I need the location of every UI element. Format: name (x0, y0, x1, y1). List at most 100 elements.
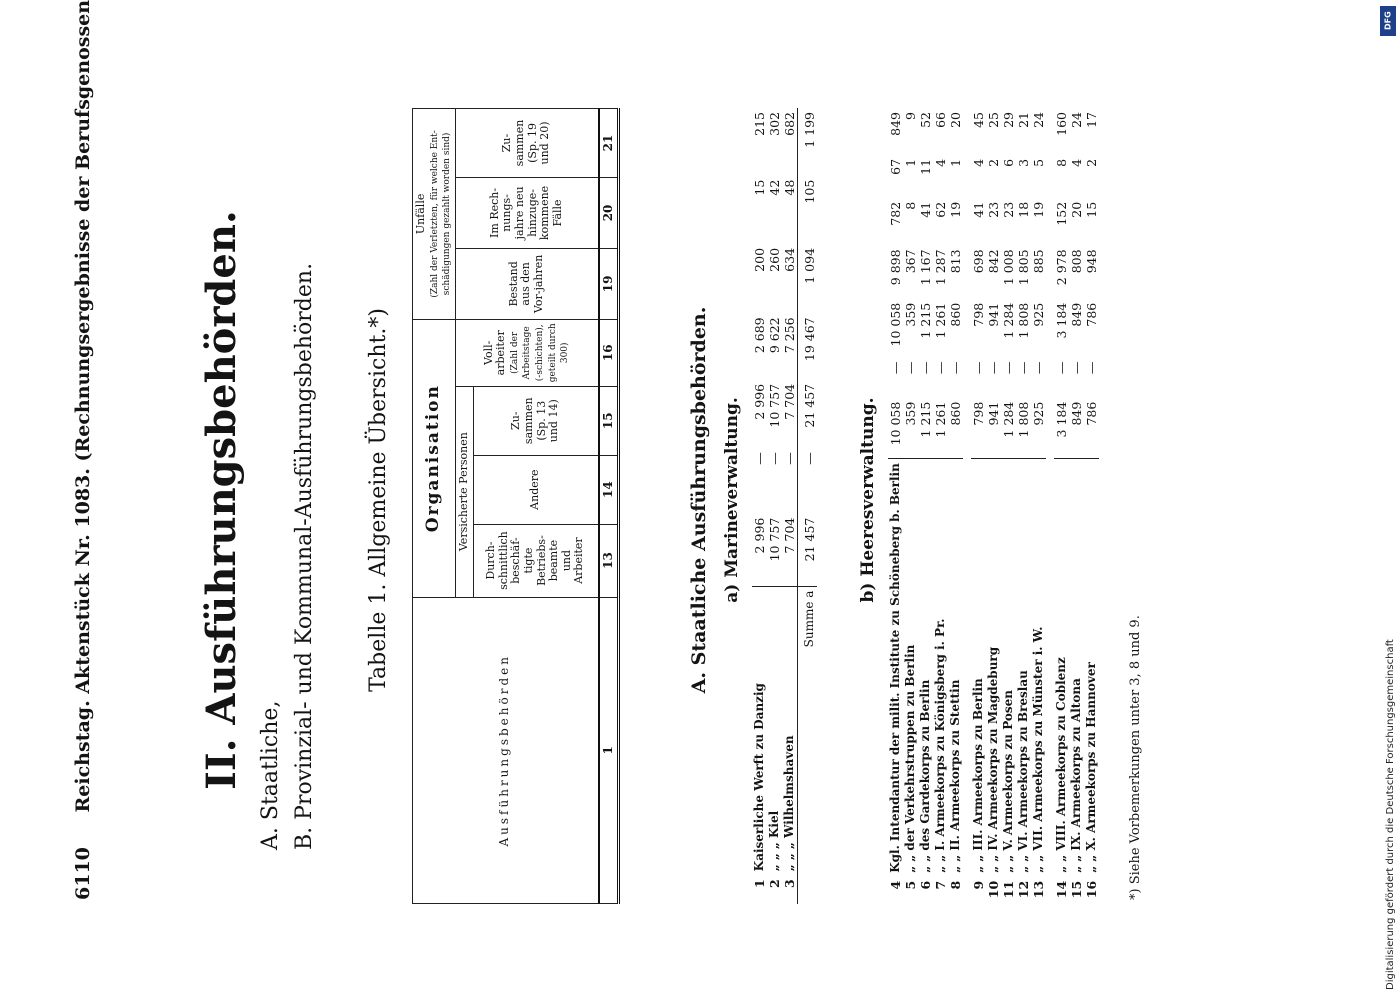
cell-c16: 9 898 (888, 249, 903, 286)
cell-c15: 1 261 (933, 302, 948, 339)
row-name: „ „ IX. Armeekorps zu Altona (1069, 678, 1084, 873)
row-name: „ „ VI. Armeekorps zu Breslau (1016, 670, 1031, 873)
col-number: 16 (598, 319, 619, 387)
cell-c20: 8 (1054, 158, 1069, 167)
cell-c16: 813 (948, 249, 963, 274)
cell-c14: — (1016, 361, 1031, 375)
cell-c13: 798 (971, 397, 986, 459)
row-name: „ „ „ Kiel (767, 810, 782, 872)
cell-c14: — (903, 361, 918, 375)
cell-c19: 23 (1001, 201, 1016, 218)
row-number: 16 (1084, 880, 1099, 899)
page-number: 6110 (72, 847, 94, 900)
cell-c16: 885 (1031, 249, 1046, 274)
cell-c16: 2 978 (1054, 249, 1069, 286)
cell-c16: 842 (986, 249, 1001, 274)
cell-c14: — (1054, 361, 1069, 375)
row-number: 13 (1031, 880, 1046, 899)
col-number: 15 (598, 386, 619, 456)
cell-c20: 2 (1084, 158, 1099, 167)
cell-c15: 10 058 (888, 302, 903, 347)
row-name: „ „ III. Armeekorps zu Berlin (971, 678, 986, 873)
cell-c13: 849 (1069, 397, 1084, 459)
sum-c21: 1 199 (797, 108, 817, 176)
digitization-note: Digitalisierung gefördert durch die Deut… (1385, 639, 1397, 1001)
unfaelle-note: (Zahl der Verletzten, für welche Ent-sch… (429, 130, 453, 298)
cell-c19: 41 (918, 201, 933, 218)
table-title: Tabelle 1. Allgemeine Übersicht.*) (366, 308, 391, 692)
cell-c13: 860 (948, 397, 963, 459)
cell-c14: — (948, 361, 963, 375)
cell-c14: — (1031, 361, 1046, 375)
cell-c14: — (971, 361, 986, 375)
cell-c15: 1 215 (918, 302, 933, 339)
cell-c16: 7 256 (782, 317, 797, 354)
col-durchschnittlich: Durch-schnittlich beschäf-tigte Betriebs… (473, 524, 599, 598)
sum-c19: 1 094 (797, 243, 817, 314)
cell-c13: 786 (1084, 397, 1099, 459)
cell-c15: 925 (1031, 302, 1046, 327)
cell-c19: 62 (933, 201, 948, 218)
row-number: 10 (986, 880, 1001, 899)
cell-c21: 25 (986, 112, 1001, 128)
row-number: 14 (1054, 880, 1069, 899)
cell-c13: 3 184 (1054, 397, 1069, 459)
col-versicherte: Versicherte Personen (455, 386, 474, 598)
digitization-note-text: Digitalisierung gefördert durch die Deut… (1385, 639, 1396, 990)
cell-c20: 5 (1031, 158, 1046, 167)
cell-c19: 19 (1031, 201, 1046, 218)
cell-c20: 48 (782, 179, 797, 196)
cell-c15: 941 (986, 302, 1001, 327)
row-number: 12 (1016, 880, 1031, 899)
cell-c16: 1 008 (1001, 249, 1016, 286)
cell-c13: 10 757 (767, 513, 782, 587)
cell-c21: 66 (933, 112, 948, 128)
col-number: 21 (598, 108, 619, 178)
cell-c19: 8 (903, 201, 918, 210)
row-name: Kgl. Intendantur der milit. Institute zu… (888, 463, 903, 873)
vollarbeiter-label: Voll-arbeiter (481, 330, 508, 376)
cell-c19: 41 (971, 201, 986, 218)
cell-c20: 11 (918, 158, 933, 175)
cell-c19: 260 (767, 247, 782, 272)
cell-c14: — (986, 361, 1001, 375)
row-name: „ „ der Verkehrstruppen zu Berlin (903, 644, 918, 873)
sum-c14: — (797, 448, 817, 514)
cell-c15: 359 (903, 302, 918, 327)
cell-c21: 52 (918, 112, 933, 128)
row-number: 15 (1069, 880, 1084, 899)
cell-c21: 9 (903, 112, 918, 120)
row-name: „ „ VIII. Armeekorps zu Coblenz (1054, 657, 1069, 873)
col-zusammen: Zu-sammen (Sp. 13 und 14) (473, 386, 599, 456)
cell-c15: 1 284 (1001, 302, 1016, 339)
cell-c16: 367 (903, 249, 918, 274)
subsection-heer: b) Heeresverwaltung. (858, 397, 878, 603)
col-number: 19 (598, 248, 619, 320)
cell-c21: 682 (782, 112, 797, 136)
cell-c15: 7 704 (782, 383, 797, 420)
row-number: 3 (782, 879, 797, 888)
cell-c13: 1 808 (1016, 397, 1031, 459)
cell-c13: 1 261 (933, 397, 948, 459)
col-number: 20 (598, 177, 619, 249)
col-neu: Im Rech-nungs-jahre neu hinzuge-kommene … (455, 177, 599, 249)
cell-c19: 782 (888, 201, 903, 226)
cell-c16: 1 167 (918, 249, 933, 286)
cell-c16: 1 287 (933, 249, 948, 286)
cell-c21: 24 (1069, 112, 1084, 128)
cell-c19: 15 (1084, 201, 1099, 218)
row-name: „ „ VII. Armeekorps zu Münster i. W. (1031, 626, 1046, 873)
sum-label: Summe a (797, 586, 817, 876)
running-title: Reichstag. Aktenstück Nr. 1083. (Rechnun… (72, 0, 94, 813)
row-number: 2 (767, 879, 782, 888)
row-name: „ „ X. Armeekorps zu Hannover (1084, 662, 1099, 873)
cell-c13: 1 284 (1001, 397, 1016, 459)
